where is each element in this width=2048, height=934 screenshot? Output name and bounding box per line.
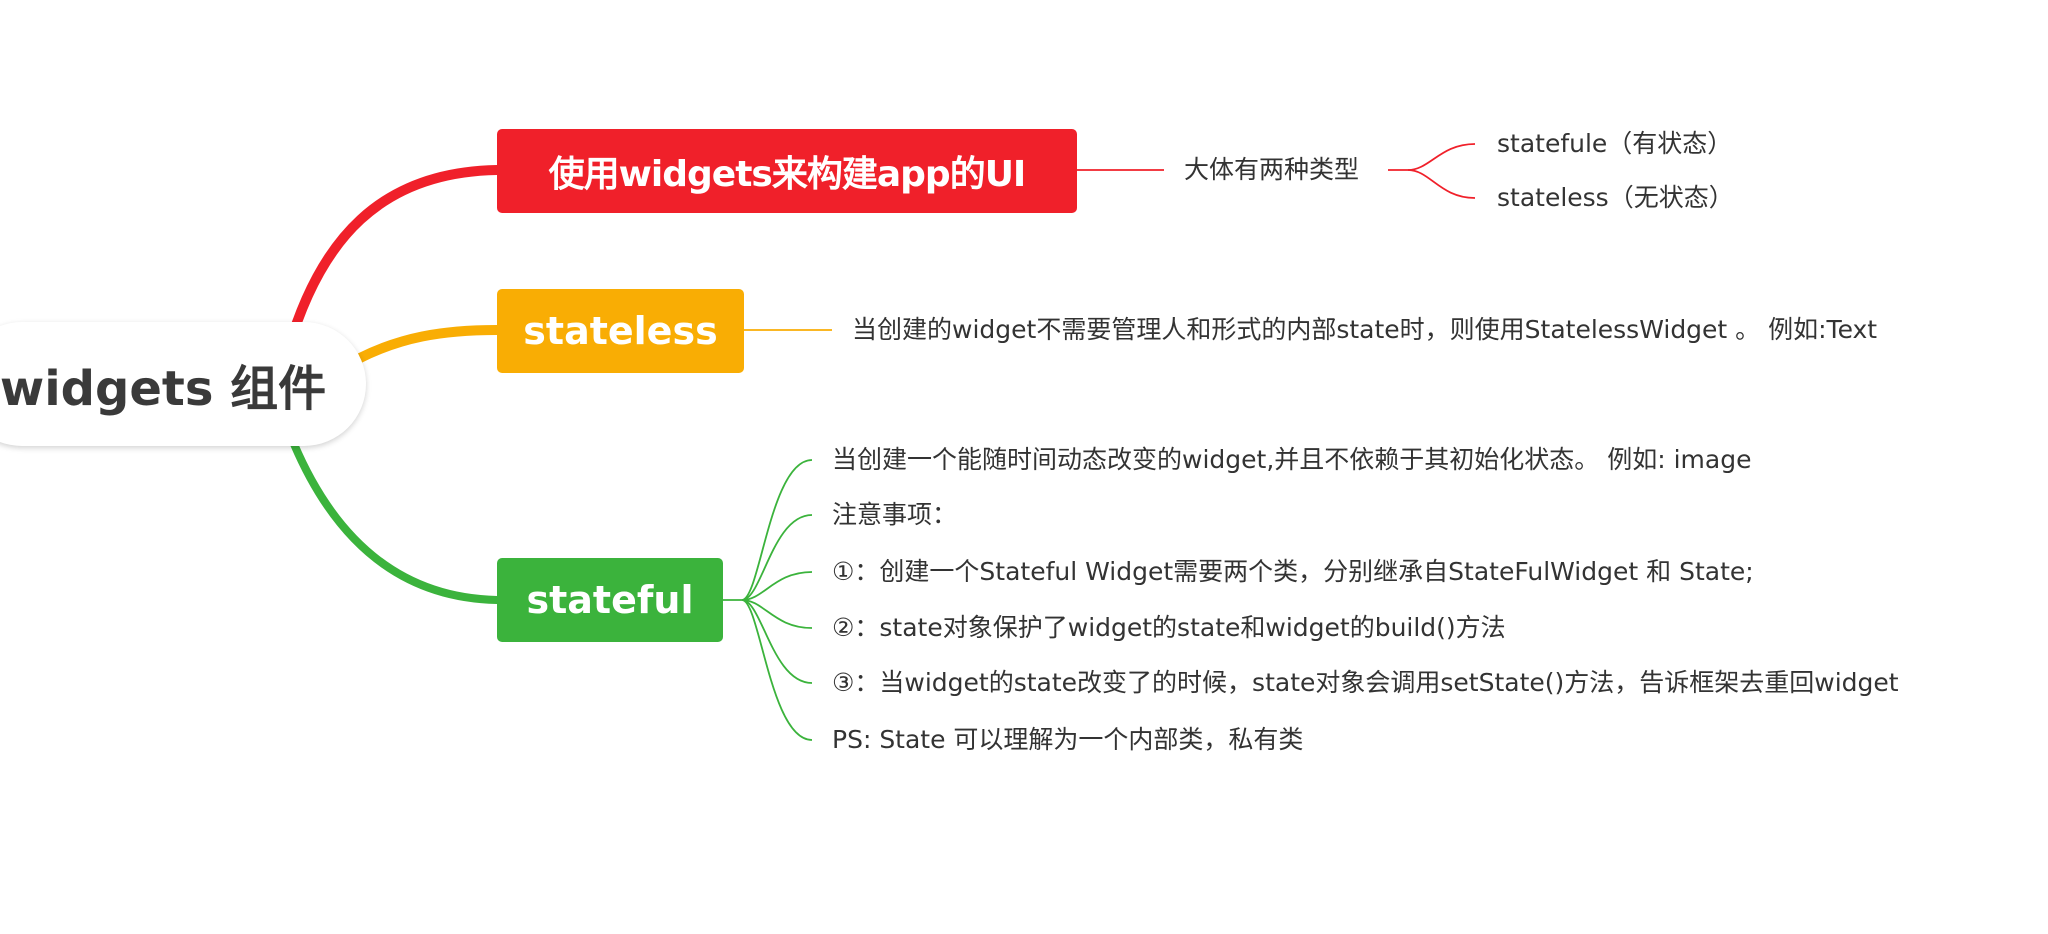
ui-types-node[interactable]: 大体有两种类型 [1184,155,1360,184]
branch-stateless-label: stateless [523,309,718,353]
stateful-to-note-1-connector [723,459,813,601]
types-to-statefule-connector [1388,143,1476,171]
stateful-note-5-node[interactable]: ③：当widget的state改变了的时候，state对象会调用setState… [832,668,1899,697]
stateful-to-note-2-connector [741,514,813,601]
branch-stateful-node[interactable]: stateful [497,558,723,642]
root-to-stateless-connector [355,325,502,363]
stateful-to-note-5-connector [741,599,813,684]
root-to-ui-connector [283,165,502,355]
stateful-note-6-node[interactable]: PS: State 可以理解为一个内部类，私有类 [832,725,1304,754]
branch-stateful-label: stateful [526,578,694,622]
stateful-note-4-node[interactable]: ②：state对象保护了widget的state和widget的build()方… [832,613,1506,642]
types-to-stateless-type-connector [1407,169,1476,199]
root-to-stateful-connector [290,440,501,604]
root-node[interactable]: widgets 组件 [0,322,366,446]
root-node-label: widgets 组件 [0,361,327,417]
branch-ui-node[interactable]: 使用widgets来构建app的UI [497,129,1077,213]
stateless-note-node[interactable]: 当创建的widget不需要管理人和形式的内部state时，则使用Stateles… [852,315,1878,344]
branch-ui-label: 使用widgets来构建app的UI [548,154,1027,195]
branch-stateless-node[interactable]: stateless [497,289,744,373]
stateful-to-note-6-connector [741,599,813,741]
stateful-note-2-node[interactable]: 注意事项： [832,500,958,529]
stateful-note-1-node[interactable]: 当创建一个能随时间动态改变的widget,并且不依赖于其初始化状态。 例如: i… [832,445,1752,474]
stateless-type-node[interactable]: stateless（无状态） [1497,183,1734,212]
stateful-note-3-node[interactable]: ①：创建一个Stateful Widget需要两个类，分别继承自StateFul… [832,557,1754,586]
stateful-to-note-3-connector [741,571,813,601]
stateful-to-note-4-connector [741,599,813,629]
statefule-type-node[interactable]: statefule（有状态） [1497,129,1733,158]
